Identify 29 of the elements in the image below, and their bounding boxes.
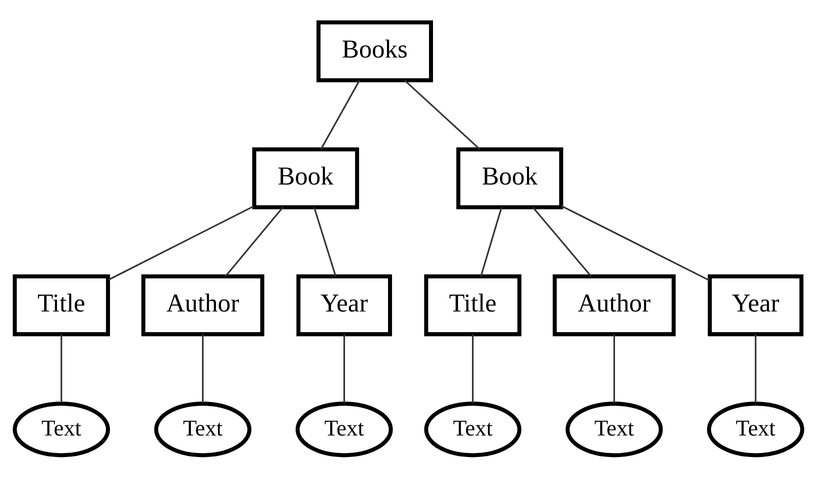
connector [754,334,756,403]
node-ellipse: Text [424,402,522,458]
node-box: Title [12,274,110,336]
node-box: Author [141,274,264,336]
connector [480,207,502,276]
node-box: Author [552,274,676,336]
node-box: Title [424,274,522,336]
node-box: Year [708,274,804,336]
connector [320,80,360,150]
connector [613,334,615,403]
connector [224,206,284,277]
node-ellipse: Text [707,402,804,458]
node-ellipse: Text [566,402,663,458]
node-ellipse: Text [154,402,252,458]
connector [472,334,474,403]
connector [560,205,710,282]
node-ellipse: Text [296,402,393,458]
node-box: Year [296,274,392,336]
node-box: Books [316,20,433,82]
node-box: Book [456,147,564,210]
connector [532,206,592,277]
connector [313,207,336,277]
connector [108,205,254,281]
node-ellipse: Text [12,402,110,458]
node-box: Book [252,147,360,210]
connector [202,334,204,403]
connector [404,80,480,150]
connector [60,334,62,403]
connector [343,334,346,403]
